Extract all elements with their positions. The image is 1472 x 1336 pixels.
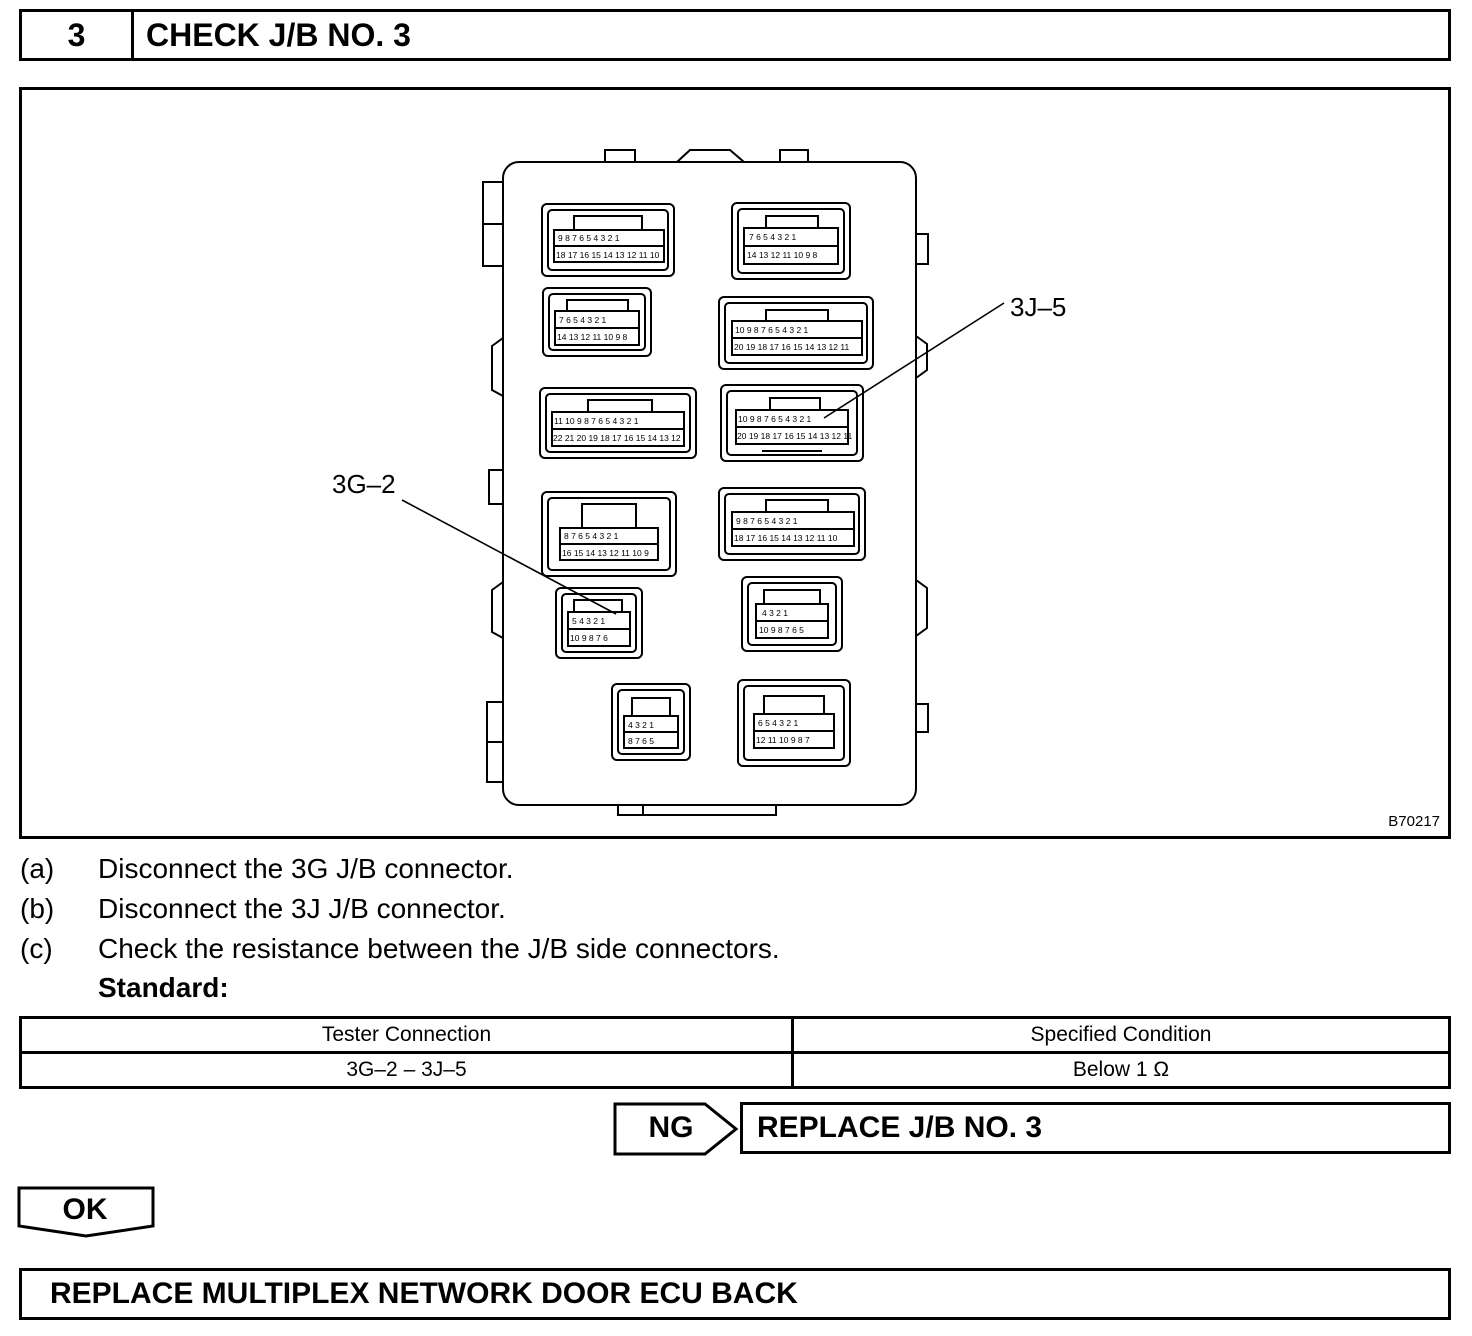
svg-text:6 5 4 3 2 1: 6 5 4 3 2 1 <box>758 718 798 728</box>
svg-text:4 3 2 1: 4 3 2 1 <box>628 720 654 730</box>
svg-text:14 13 12 11 10 9 8: 14 13 12 11 10 9 8 <box>747 250 818 260</box>
svg-text:22 21 20 19 18 17 16 15 14 13: 22 21 20 19 18 17 16 15 14 13 12 <box>553 433 681 443</box>
svg-text:5 4 3 2 1: 5 4 3 2 1 <box>572 616 605 626</box>
table-header-row: Tester Connection Specified Condition <box>19 1016 1451 1054</box>
standard-label: Standard: <box>98 972 229 1003</box>
svg-text:20 19 18 17 16 15 14 13 12 11: 20 19 18 17 16 15 14 13 12 11 <box>737 431 852 441</box>
instruction-text: Disconnect the 3G J/B connector. <box>98 853 514 884</box>
svg-text:10 9 8 7 6 5: 10 9 8 7 6 5 <box>759 625 804 635</box>
svg-text:18 17 16 15 14 13 12 11 10: 18 17 16 15 14 13 12 11 10 <box>734 533 838 543</box>
svg-text:8 7 6 5 4 3 2 1: 8 7 6 5 4 3 2 1 <box>564 531 619 541</box>
table-header-cell: Tester Connection <box>19 1016 794 1054</box>
svg-text:7 6 5 4 3 2 1: 7 6 5 4 3 2 1 <box>749 232 797 242</box>
svg-text:10 9 8 7 6 5 4 3 2 1: 10 9 8 7 6 5 4 3 2 1 <box>738 414 812 424</box>
svg-text:20 19 18 17 16 15 14 13 12 11: 20 19 18 17 16 15 14 13 12 11 <box>734 342 849 352</box>
ng-label: NG <box>648 1111 694 1144</box>
svg-text:14 13 12 11 10 9 8: 14 13 12 11 10 9 8 <box>557 332 628 342</box>
junction-block-figure: 9 8 7 6 5 4 3 2 1 18 17 16 15 14 13 12 1… <box>19 87 1451 839</box>
ok-arrow-icon <box>17 1186 155 1238</box>
final-action-box: REPLACE MULTIPLEX NETWORK DOOR ECU BACK <box>19 1268 1451 1320</box>
svg-text:9 8 7 6 5 4 3 2 1: 9 8 7 6 5 4 3 2 1 <box>736 516 798 526</box>
table-cell: 3G–2 – 3J–5 <box>19 1051 794 1089</box>
callout-3g2: 3G–2 <box>332 469 396 499</box>
svg-text:12 11 10 9 8 7: 12 11 10 9 8 7 <box>756 735 810 745</box>
ok-label: OK <box>62 1193 108 1226</box>
instruction-label: (c) <box>20 933 53 964</box>
table-cell: Below 1 Ω <box>791 1051 1451 1089</box>
instruction-c: (c) Check the resistance between the J/B … <box>20 931 780 967</box>
callout-3j5: 3J–5 <box>1010 292 1066 322</box>
svg-text:9 8 7 6 5 4 3 2 1: 9 8 7 6 5 4 3 2 1 <box>558 233 620 243</box>
svg-text:18 17 16 15 14 13 12 11 10: 18 17 16 15 14 13 12 11 10 <box>556 250 660 260</box>
ng-action-box: REPLACE J/B NO. 3 <box>740 1102 1451 1154</box>
svg-text:16 15 14 13 12 11 10 9: 16 15 14 13 12 11 10 9 <box>562 548 649 558</box>
step-title: CHECK J/B NO. 3 <box>146 17 411 53</box>
step-number: 3 <box>22 12 134 58</box>
spec-table: Tester Connection Specified Condition 3G… <box>19 1016 1451 1089</box>
instruction-label: (b) <box>20 893 55 924</box>
step-header: 3 CHECK J/B NO. 3 <box>19 9 1451 61</box>
svg-text:10 9 8 7 6: 10 9 8 7 6 <box>570 633 608 643</box>
instruction-text: Disconnect the 3J J/B connector. <box>98 893 506 924</box>
junction-block-diagram: 9 8 7 6 5 4 3 2 1 18 17 16 15 14 13 12 1… <box>332 149 1066 816</box>
ng-arrow-icon <box>613 1102 739 1156</box>
svg-text:10 9 8 7 6 5 4 3 2 1: 10 9 8 7 6 5 4 3 2 1 <box>735 325 809 335</box>
svg-text:11 10 9 8 7 6 5 4 3 2 1: 11 10 9 8 7 6 5 4 3 2 1 <box>554 416 639 426</box>
table-row: 3G–2 – 3J–5 Below 1 Ω <box>19 1051 1451 1089</box>
figure-code: B70217 <box>1388 813 1440 830</box>
instruction-a: (a) Disconnect the 3G J/B connector. <box>20 851 514 887</box>
instruction-b: (b) Disconnect the 3J J/B connector. <box>20 891 506 927</box>
instruction-label: (a) <box>20 853 55 884</box>
table-header-cell: Specified Condition <box>791 1016 1451 1054</box>
instruction-text: Check the resistance between the J/B sid… <box>98 933 780 964</box>
svg-text:7 6 5 4 3 2 1: 7 6 5 4 3 2 1 <box>559 315 607 325</box>
svg-text:4 3 2 1: 4 3 2 1 <box>762 608 788 618</box>
svg-text:8 7 6 5: 8 7 6 5 <box>628 736 654 746</box>
